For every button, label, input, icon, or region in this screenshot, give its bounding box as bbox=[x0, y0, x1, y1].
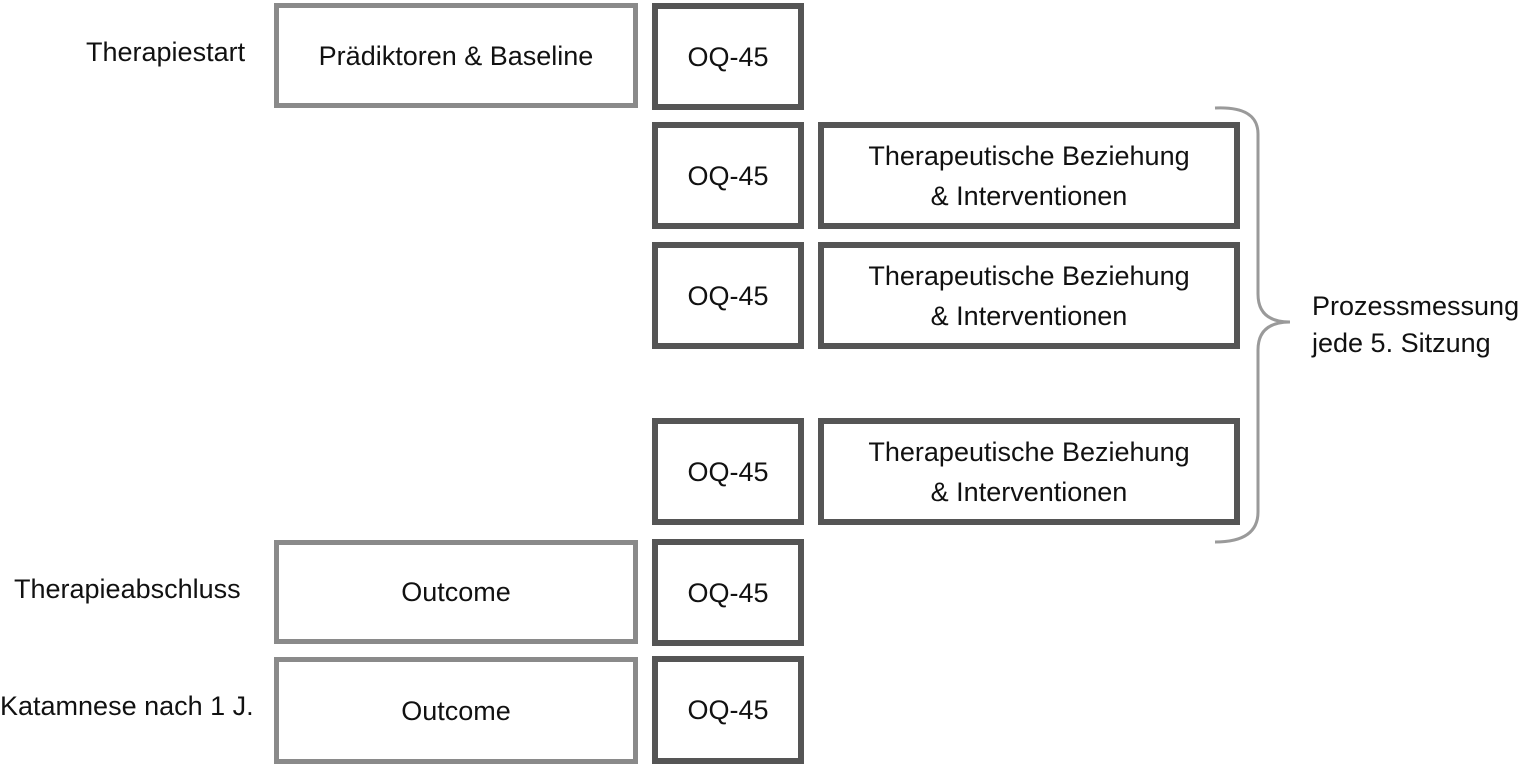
oq45-box-start: OQ-45 bbox=[652, 3, 804, 110]
predictors-baseline-box: Prädiktoren & Baseline bbox=[274, 3, 638, 108]
process-box-1: Therapeutische Beziehung & Interventione… bbox=[818, 122, 1240, 229]
process-measurement-label-line2: jede 5. Sitzung bbox=[1312, 328, 1491, 358]
process-measurement-label-line1: Prozessmessung bbox=[1312, 291, 1520, 321]
stage-label-therapieabschluss: Therapieabschluss bbox=[14, 574, 241, 604]
process-text-line1: Therapeutische Beziehung bbox=[868, 140, 1190, 171]
stage-label-katamnese: Katamnese nach 1 J. bbox=[0, 691, 254, 721]
oq45-box-process-1: OQ-45 bbox=[652, 122, 804, 229]
predictors-baseline-text: Prädiktoren & Baseline bbox=[318, 40, 594, 71]
oq45-text: OQ-45 bbox=[687, 41, 769, 72]
stage-label-therapiestart: Therapiestart bbox=[86, 37, 246, 67]
oq45-text: OQ-45 bbox=[687, 577, 769, 608]
oq45-box-process-2: OQ-45 bbox=[652, 242, 804, 349]
oq45-text: OQ-45 bbox=[687, 280, 769, 311]
oq45-text: OQ-45 bbox=[687, 160, 769, 191]
outcome-end-text: Outcome bbox=[401, 577, 511, 607]
oq45-box-followup: OQ-45 bbox=[652, 656, 804, 764]
outcome-followup-box: Outcome bbox=[274, 657, 638, 764]
process-box-3: Therapeutische Beziehung & Interventione… bbox=[818, 418, 1240, 525]
process-text-line1: Therapeutische Beziehung bbox=[868, 436, 1190, 467]
outcome-end-box: Outcome bbox=[274, 540, 638, 644]
process-text-line2: & Interventionen bbox=[930, 180, 1128, 211]
oq45-box-end: OQ-45 bbox=[652, 539, 804, 646]
process-text-line2: & Interventionen bbox=[930, 476, 1128, 507]
process-brace bbox=[1214, 106, 1291, 544]
oq45-text: OQ-45 bbox=[687, 695, 769, 725]
oq45-text: OQ-45 bbox=[687, 456, 769, 487]
process-text-line1: Therapeutische Beziehung bbox=[868, 260, 1190, 291]
outcome-followup-text: Outcome bbox=[401, 695, 511, 726]
oq45-box-process-3: OQ-45 bbox=[652, 418, 804, 525]
process-box-2: Therapeutische Beziehung & Interventione… bbox=[818, 242, 1240, 349]
process-text-line2: & Interventionen bbox=[930, 300, 1128, 331]
